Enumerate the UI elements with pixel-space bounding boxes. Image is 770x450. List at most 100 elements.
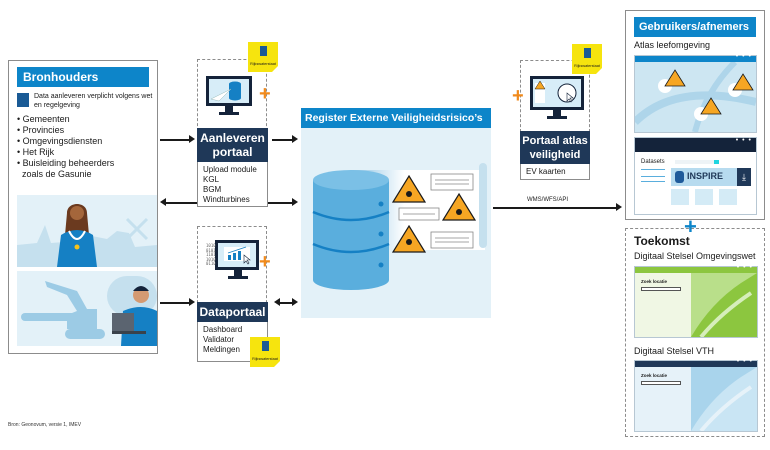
list-item: zoals de Gasunie xyxy=(22,169,92,179)
pipeline-worker-illustration xyxy=(17,271,157,346)
dso-map xyxy=(691,273,757,337)
window-dots-icon: • • • xyxy=(735,53,752,60)
arrow-head-right-icon xyxy=(189,298,195,306)
monitor-stand xyxy=(553,110,561,116)
list-item: Validator xyxy=(203,335,234,344)
upload-monitor-icon xyxy=(206,76,252,106)
monitor-base xyxy=(219,112,239,115)
inspire-window: • • • Datasets INSPIRE ⤓ xyxy=(634,137,757,215)
atlas-monitor-icon xyxy=(530,76,584,110)
dataset-tile[interactable] xyxy=(671,189,689,205)
zoek-locatie-input[interactable] xyxy=(641,287,681,291)
window-titlebar: • • • xyxy=(635,53,756,62)
source-credit: Bron: Geonovum, versie 1, IMEV xyxy=(8,422,82,428)
dataset-search-input[interactable] xyxy=(675,160,719,164)
atlas-leefomgeving-window: • • • xyxy=(632,53,757,133)
list-item: Windturbines xyxy=(203,195,250,204)
list-item: EV kaarten xyxy=(526,167,566,176)
rijksoverheid-crest-icon xyxy=(17,93,29,107)
register-title: Register Externe Veiligheidsrisico’s xyxy=(301,108,491,128)
window-dots-icon: • • • xyxy=(736,358,753,365)
inspire-dataset-row[interactable]: INSPIRE xyxy=(671,168,737,186)
zoek-locatie-input[interactable] xyxy=(641,381,681,385)
list-item: Omgevingsdiensten xyxy=(17,136,114,147)
plus-orange-icon: + xyxy=(259,251,271,273)
list-item: Provincies xyxy=(17,125,114,136)
dso-window: • • • Zoek locatie xyxy=(634,264,758,338)
arrow-aanleveren-to-register xyxy=(272,139,292,141)
aanleveren-portaal-title: Aanleveren portaal xyxy=(197,128,268,162)
title-line: Portaal atlas xyxy=(522,135,588,147)
list-item: Buisleiding beheerders xyxy=(17,158,115,169)
portaal-atlas-title: Portaal atlas veiligheid xyxy=(520,131,590,164)
monitor-stand xyxy=(225,106,233,112)
dataset-list-icon xyxy=(641,169,665,177)
arrow-head-right-icon xyxy=(292,298,298,306)
rijkswaterstaat-sticky-note: Rijkswaterstaat xyxy=(248,42,278,72)
rijksoverheid-crest-icon xyxy=(260,46,267,56)
vth-label: Digitaal Stelsel VTH xyxy=(634,346,715,356)
hazard-map xyxy=(632,59,757,133)
arrow-head-left-icon xyxy=(160,198,166,206)
dataset-tile[interactable] xyxy=(695,189,713,205)
arrow-head-right-icon xyxy=(292,135,298,143)
list-item: BGM xyxy=(203,185,222,194)
database-icon xyxy=(675,171,684,183)
rijkswaterstaat-sticky-note: Rijkswaterstaat xyxy=(572,44,602,74)
list-item: KGL xyxy=(203,175,220,184)
arrow-head-right-icon xyxy=(189,135,195,143)
bronhouders-title: Bronhouders xyxy=(17,67,149,87)
arrow-bron-to-dataportaal xyxy=(160,302,190,304)
arrow-bron-to-aanleveren xyxy=(160,139,190,141)
portaal-atlas-items: EV kaarten xyxy=(520,164,590,180)
window-dots-icon: • • • xyxy=(735,137,752,144)
toekomst-panel: Toekomst Digitaal Stelsel Omgevingswet •… xyxy=(625,228,765,437)
mayor-illustration xyxy=(17,195,157,267)
title-line: Aanleveren xyxy=(200,131,265,145)
datasets-label: Datasets xyxy=(641,159,665,165)
list-item: Dashboard xyxy=(203,325,243,334)
list-item: Meldingen xyxy=(203,345,240,354)
plus-orange-icon: + xyxy=(259,83,271,105)
register-illustration xyxy=(301,128,491,318)
list-item: Upload module xyxy=(203,165,257,174)
bronhouders-note: Data aanleveren verplicht volgens wet en… xyxy=(34,93,153,109)
rijksoverheid-crest-icon xyxy=(262,341,269,351)
arrow-register-to-gebruikers xyxy=(493,207,616,209)
rijksoverheid-crest-icon xyxy=(584,48,591,58)
monitor-stand xyxy=(234,270,242,276)
window-titlebar: • • • xyxy=(635,264,757,273)
owner-label: Rijkswaterstaat xyxy=(574,64,600,68)
arrow-head-left-icon xyxy=(274,298,280,306)
window-titlebar: • • • xyxy=(635,358,757,367)
window-titlebar: • • • xyxy=(635,137,756,152)
monitor-base xyxy=(228,276,248,279)
search-icon[interactable] xyxy=(714,160,719,164)
owner-label: Rijkswaterstaat xyxy=(252,357,278,361)
download-button[interactable]: ⤓ xyxy=(737,168,751,186)
bronhouders-list: Gemeenten Provincies Omgevingsdiensten H… xyxy=(17,114,114,180)
vth-window: • • • Zoek locatie xyxy=(634,358,758,432)
monitor-base xyxy=(547,116,567,119)
rijkswaterstaat-sticky-note: Rijkswaterstaat xyxy=(250,337,280,367)
vth-map xyxy=(691,367,757,431)
zoek-locatie-label: Zoek locatie xyxy=(641,373,668,378)
plus-blue-icon: + xyxy=(684,214,697,239)
gebruikers-panel: Gebruikers/afnemers Atlas leefomgeving •… xyxy=(625,10,765,220)
bronhouders-panel: Bronhouders Data aanleveren verplicht vo… xyxy=(8,60,158,354)
dso-label: Digitaal Stelsel Omgevingswet xyxy=(634,251,756,261)
owner-label: Rijkswaterstaat xyxy=(250,62,276,66)
dataportaal-title: Dataportaal xyxy=(197,302,268,322)
zoek-locatie-label: Zoek locatie xyxy=(641,279,668,284)
title-line: veiligheid xyxy=(529,149,581,161)
list-item: Gemeenten xyxy=(17,114,114,125)
connection-label: WMS/WFS/API xyxy=(527,197,568,203)
aanleveren-portaal-items: Upload module KGL BGM Windturbines xyxy=(197,162,268,207)
inspire-label: INSPIRE xyxy=(687,171,724,181)
toekomst-title: Toekomst xyxy=(634,234,690,248)
window-dots-icon: • • • xyxy=(736,264,753,271)
dataset-tile[interactable] xyxy=(719,189,737,205)
dashboard-monitor-icon xyxy=(215,240,259,270)
list-item: Het Rijk xyxy=(17,147,114,158)
